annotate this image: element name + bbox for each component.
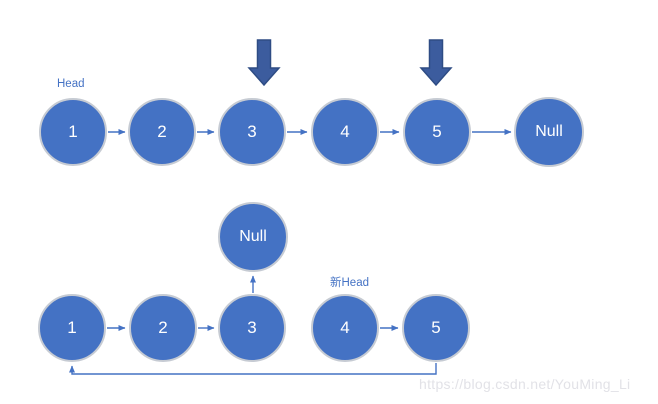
head-label: Head [57,78,85,90]
top-node-1: 1 [39,98,107,166]
bottom-null-node: Null [218,202,288,272]
bottom-node-1: 1 [38,294,106,362]
bottom-node-5: 5 [402,294,470,362]
down-arrow-icon-node5 [419,39,453,87]
top-node-2: 2 [128,98,196,166]
new-head-label: 新Head [330,277,369,289]
connector-bottom-5-1-return [69,363,437,375]
top-node-4: 4 [311,98,379,166]
bottom-node-4: 4 [311,294,379,362]
bottom-node-2: 2 [129,294,197,362]
top-node-5: 5 [403,98,471,166]
top-node-3: 3 [218,98,286,166]
watermark-text: https://blog.csdn.net/YouMing_Li [419,376,631,392]
down-arrow-icon-node3 [247,39,281,87]
top-node-null: Null [514,97,584,167]
bottom-node-3: 3 [218,294,286,362]
